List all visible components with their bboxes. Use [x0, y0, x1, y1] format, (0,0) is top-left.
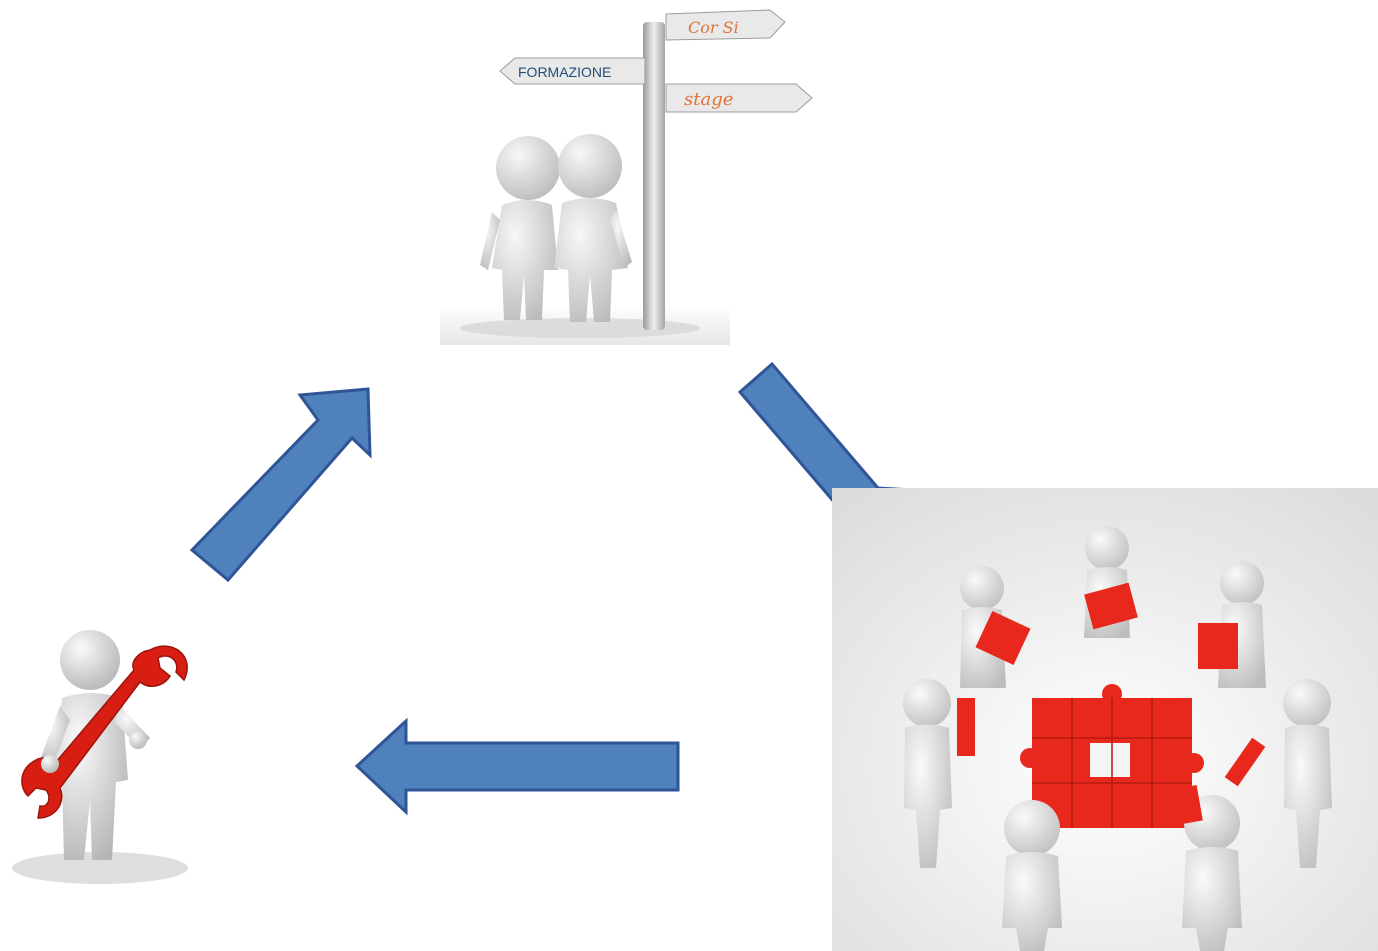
puzzle-icon [832, 488, 1378, 951]
sign-left-label: FORMAZIONE [518, 64, 611, 80]
figure-left [480, 136, 560, 320]
wrench-icon [12, 630, 188, 884]
wrench-figure-illustration [0, 620, 200, 890]
figure-right [554, 134, 632, 322]
team-figures [903, 526, 1332, 951]
signpost-illustration: FORMAZIONE Cor Si stage [440, 0, 820, 350]
puzzle-team-illustration [832, 488, 1378, 951]
sign-pole [643, 22, 665, 330]
sign-right-top-label: Cor Si [688, 18, 739, 37]
central-puzzle [1020, 684, 1204, 828]
signpost-icon: FORMAZIONE Cor Si stage [440, 9, 813, 345]
sign-right-bottom: stage [665, 83, 813, 113]
arrow-up-right [189, 387, 372, 583]
arrow-left [354, 717, 680, 816]
sign-right-top: Cor Si [665, 9, 786, 41]
sign-right-bottom-label: stage [684, 89, 733, 110]
sign-left: FORMAZIONE [499, 57, 646, 85]
